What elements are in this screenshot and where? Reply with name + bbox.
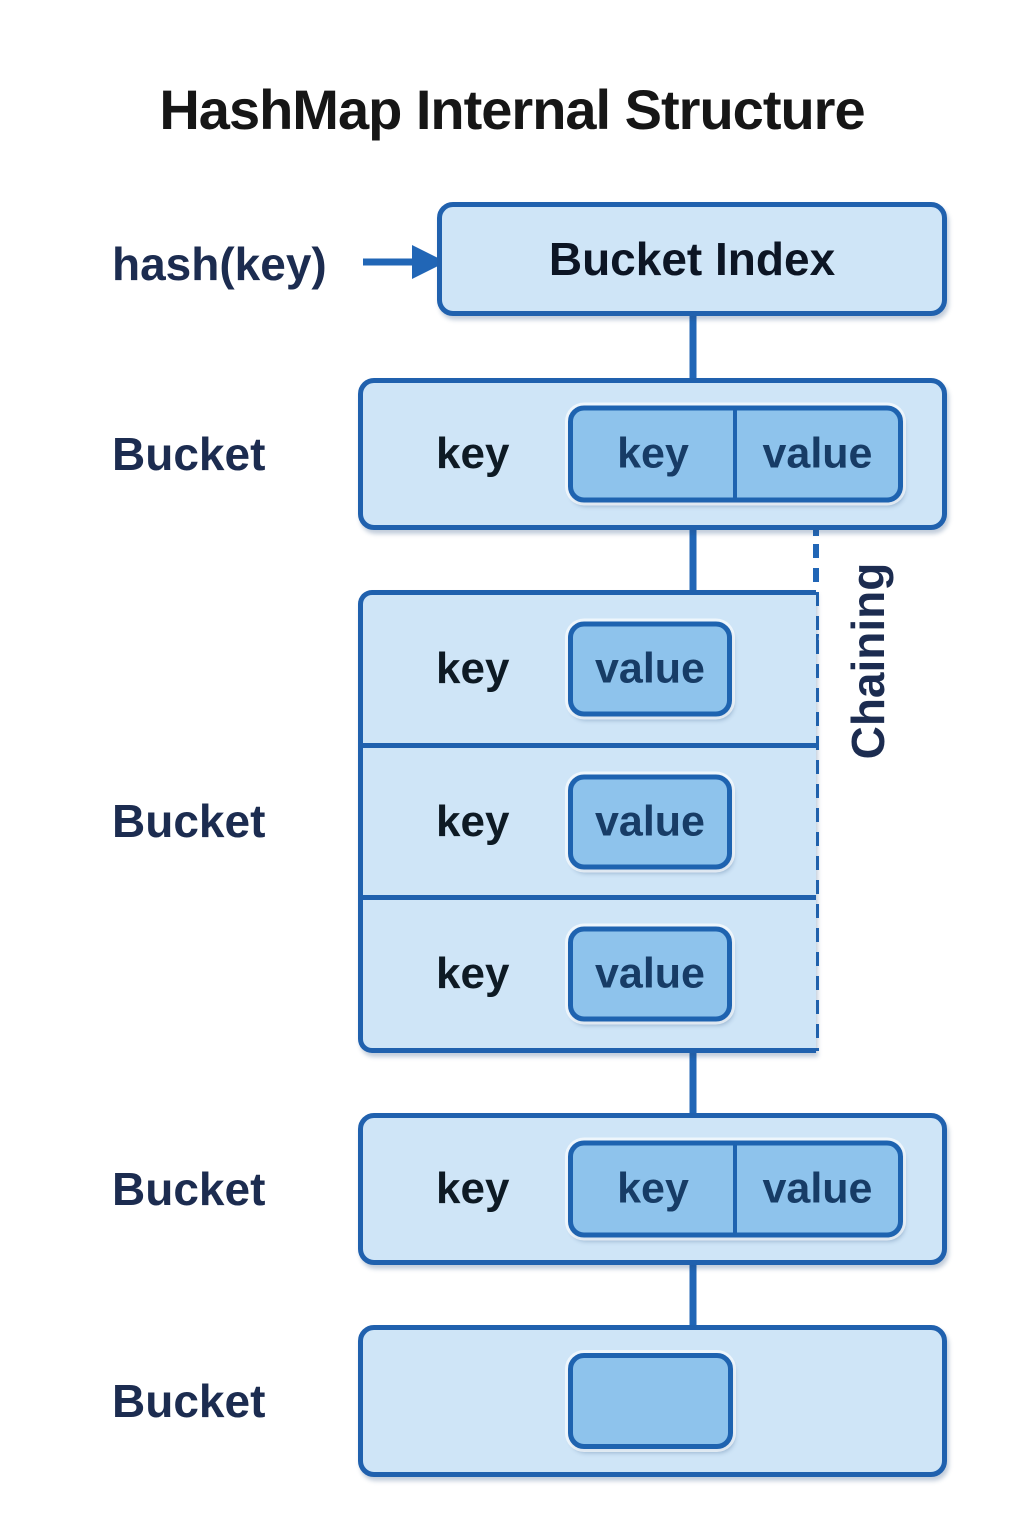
page-title: HashMap Internal Structure [159, 78, 865, 141]
bucket2-box: key value key value key value [358, 590, 816, 1053]
bucket4-box [358, 1325, 947, 1477]
bucket3-label: Bucket [112, 1163, 266, 1215]
bucket2-row2: key value [363, 742, 816, 896]
bucket3-entry-pair: key value [568, 1140, 903, 1238]
bucket-index-box: Bucket Index [437, 202, 947, 316]
bucket1-box: key key value [358, 378, 947, 530]
hash-function-label: hash(key) [112, 238, 327, 290]
bucket4-label: Bucket [112, 1375, 266, 1427]
bucket3-pair-key-cell: key [573, 1145, 737, 1233]
bucket1-entry-pair: key value [568, 405, 903, 503]
bucket2-label: Bucket [112, 795, 266, 847]
bucket3-pair-value-cell: value [762, 1164, 873, 1213]
bucket2-row2-key-text: key [436, 796, 510, 846]
bucket2-row2-value-box: value [568, 774, 732, 869]
bucket2-row1-key-text: key [436, 643, 510, 693]
bucket2-row3-key-text: key [436, 949, 510, 999]
bucket1-pair-value-cell: value [762, 429, 873, 478]
bucket1-key-text: key [436, 429, 510, 478]
bucket4-empty-slot [568, 1353, 733, 1449]
bucket3-box: key key value [358, 1113, 947, 1265]
bucket3-key-text: key [436, 1164, 510, 1213]
bucket2-row1: key value [363, 595, 816, 743]
bucket1-pair-key-cell: key [573, 410, 737, 498]
bucket2-row3-value-box: value [568, 926, 732, 1022]
chaining-label: Chaining [842, 562, 894, 760]
bucket-index-label: Bucket Index [548, 233, 836, 285]
bucket2-row3: key value [363, 895, 816, 1048]
bucket1-label: Bucket [112, 428, 266, 480]
bucket2-row1-value-box: value [568, 621, 732, 717]
